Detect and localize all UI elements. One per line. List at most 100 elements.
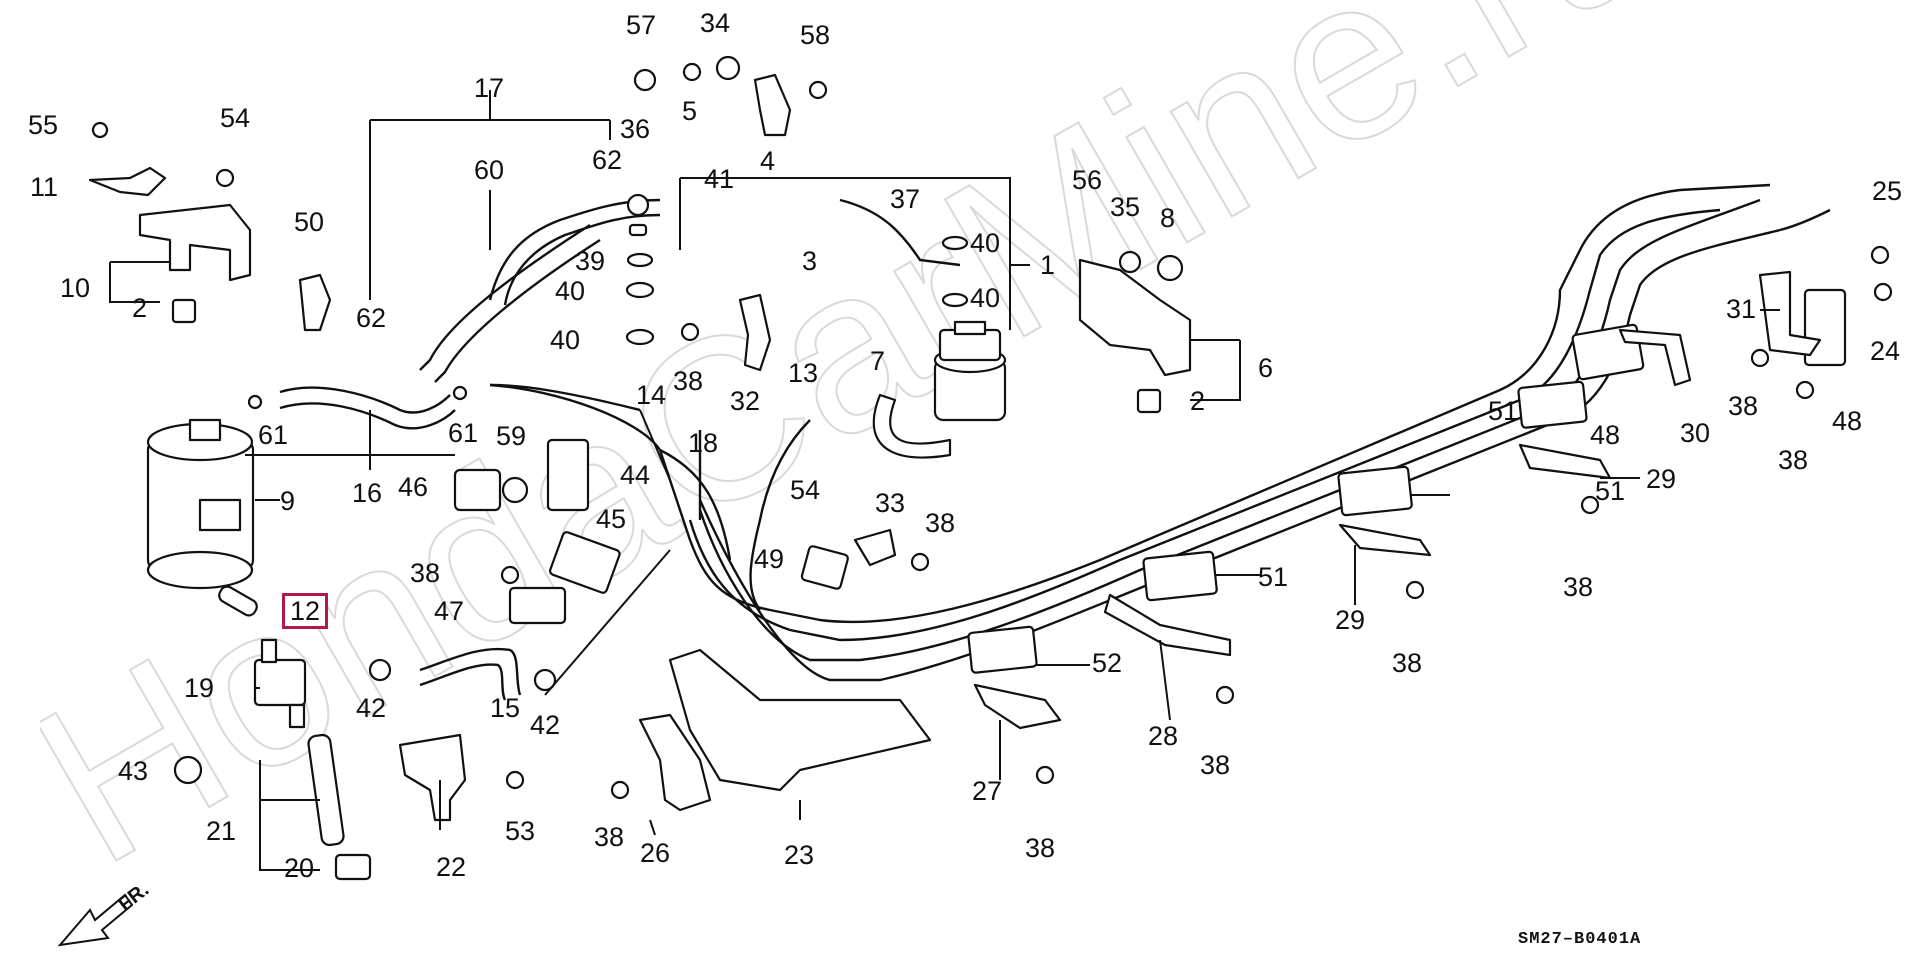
part-label-40[interactable]: 40 <box>970 283 1001 313</box>
part-label-28[interactable]: 28 <box>1148 721 1179 751</box>
part-label-50[interactable]: 50 <box>294 207 325 237</box>
part-label-41[interactable]: 41 <box>704 164 735 194</box>
part-label-40[interactable]: 40 <box>555 276 586 306</box>
part-label-38[interactable]: 38 <box>410 558 441 588</box>
part-label-1[interactable]: 1 <box>1040 250 1056 280</box>
part-label-38[interactable]: 38 <box>1025 833 1056 863</box>
part-label-52[interactable]: 52 <box>1092 648 1123 678</box>
part-label-8[interactable]: 8 <box>1160 203 1176 233</box>
part-label-40[interactable]: 40 <box>550 325 581 355</box>
part-label-23[interactable]: 23 <box>784 840 815 870</box>
part-label-34[interactable]: 34 <box>700 8 731 38</box>
part-label-19[interactable]: 19 <box>184 673 215 703</box>
part-label-12: 12 <box>289 596 321 626</box>
part-label-18[interactable]: 18 <box>688 428 719 458</box>
part-label-25[interactable]: 25 <box>1872 176 1903 206</box>
part-label-2[interactable]: 2 <box>1190 386 1206 416</box>
part-2-left <box>171 298 197 324</box>
part-label-53[interactable]: 53 <box>505 816 536 846</box>
bracket-30 <box>1618 328 1692 387</box>
part-label-44[interactable]: 44 <box>620 460 651 490</box>
part-label-4[interactable]: 4 <box>760 146 776 176</box>
part-label-31[interactable]: 31 <box>1726 294 1757 324</box>
part-label-12-highlighted[interactable]: 12 <box>282 593 328 629</box>
part-label-51[interactable]: 51 <box>1488 396 1519 426</box>
part-label-54[interactable]: 54 <box>790 475 821 505</box>
part-label-38[interactable]: 38 <box>1392 648 1423 678</box>
part-label-38[interactable]: 38 <box>1563 572 1594 602</box>
part-label-13[interactable]: 13 <box>788 358 819 388</box>
clamp-51-low <box>1142 550 1218 602</box>
part-label-56[interactable]: 56 <box>1072 165 1103 195</box>
part-label-61[interactable]: 61 <box>448 418 479 448</box>
part-label-17[interactable]: 17 <box>474 73 505 103</box>
part-label-48[interactable]: 48 <box>1832 406 1863 436</box>
part-label-11[interactable]: 11 <box>30 172 59 202</box>
hose-41 <box>488 198 661 301</box>
part-label-55[interactable]: 55 <box>28 110 59 140</box>
part-12 <box>218 585 258 617</box>
part-label-51[interactable]: 51 <box>1595 476 1626 506</box>
part-label-29[interactable]: 29 <box>1646 464 1677 494</box>
part-label-24[interactable]: 24 <box>1870 336 1901 366</box>
part-label-7[interactable]: 7 <box>870 346 886 376</box>
part-label-54[interactable]: 54 <box>220 103 251 133</box>
bracket-27 <box>973 683 1062 730</box>
part-label-62[interactable]: 62 <box>356 303 387 333</box>
part-label-16[interactable]: 16 <box>352 478 383 508</box>
part-label-57[interactable]: 57 <box>626 10 657 40</box>
part-label-15[interactable]: 15 <box>490 693 521 723</box>
part-label-2[interactable]: 2 <box>132 293 148 323</box>
part-label-45[interactable]: 45 <box>596 504 627 534</box>
part-label-33[interactable]: 33 <box>875 488 906 518</box>
part-label-59[interactable]: 59 <box>496 421 527 451</box>
part-label-6[interactable]: 6 <box>1258 353 1274 383</box>
part-label-38[interactable]: 38 <box>1778 445 1809 475</box>
part-label-62[interactable]: 62 <box>592 145 623 175</box>
part-label-49[interactable]: 49 <box>754 544 785 574</box>
part-label-42[interactable]: 42 <box>356 693 387 723</box>
part-label-58[interactable]: 58 <box>800 20 831 50</box>
part-label-36[interactable]: 36 <box>620 114 651 144</box>
part-label-29[interactable]: 29 <box>1335 605 1366 635</box>
part-label-26[interactable]: 26 <box>640 838 671 868</box>
part-label-14[interactable]: 14 <box>636 380 667 410</box>
part-label-38[interactable]: 38 <box>594 822 625 852</box>
part-label-48[interactable]: 48 <box>1590 420 1621 450</box>
clamp-52 <box>967 625 1038 674</box>
part-label-22[interactable]: 22 <box>436 852 467 882</box>
part-label-5[interactable]: 5 <box>682 96 698 126</box>
hose-16b <box>279 402 456 430</box>
part-label-40[interactable]: 40 <box>970 228 1001 258</box>
part-label-37[interactable]: 37 <box>890 184 921 214</box>
part-label-35[interactable]: 35 <box>1110 192 1141 222</box>
part-label-51[interactable]: 51 <box>1258 562 1289 592</box>
part-label-38[interactable]: 38 <box>925 508 956 538</box>
part-label-27[interactable]: 27 <box>972 776 1003 806</box>
bracket-22 <box>398 733 467 822</box>
part-label-3[interactable]: 3 <box>802 246 818 276</box>
part-label-38[interactable]: 38 <box>673 366 704 396</box>
part-label-10[interactable]: 10 <box>60 273 91 303</box>
part-label-61[interactable]: 61 <box>258 420 289 450</box>
part-label-32[interactable]: 32 <box>730 386 761 416</box>
fuel-filter <box>933 320 1007 422</box>
part-label-39[interactable]: 39 <box>575 246 606 276</box>
part-label-60[interactable]: 60 <box>474 155 505 185</box>
pipe-14 <box>489 383 641 412</box>
part-label-30[interactable]: 30 <box>1680 418 1711 448</box>
part-label-20[interactable]: 20 <box>284 853 315 883</box>
hose-21 <box>307 733 345 847</box>
part-label-9[interactable]: 9 <box>280 486 296 516</box>
part-label-42[interactable]: 42 <box>530 710 561 740</box>
part-label-21[interactable]: 21 <box>206 816 237 846</box>
part-label-46[interactable]: 46 <box>398 472 429 502</box>
part-label-38[interactable]: 38 <box>1728 391 1759 421</box>
part-label-47[interactable]: 47 <box>434 596 465 626</box>
part-label-43[interactable]: 43 <box>118 756 149 786</box>
part-45 <box>548 531 621 594</box>
clamp-51-top <box>1517 380 1588 429</box>
part-label-38[interactable]: 38 <box>1200 750 1231 780</box>
